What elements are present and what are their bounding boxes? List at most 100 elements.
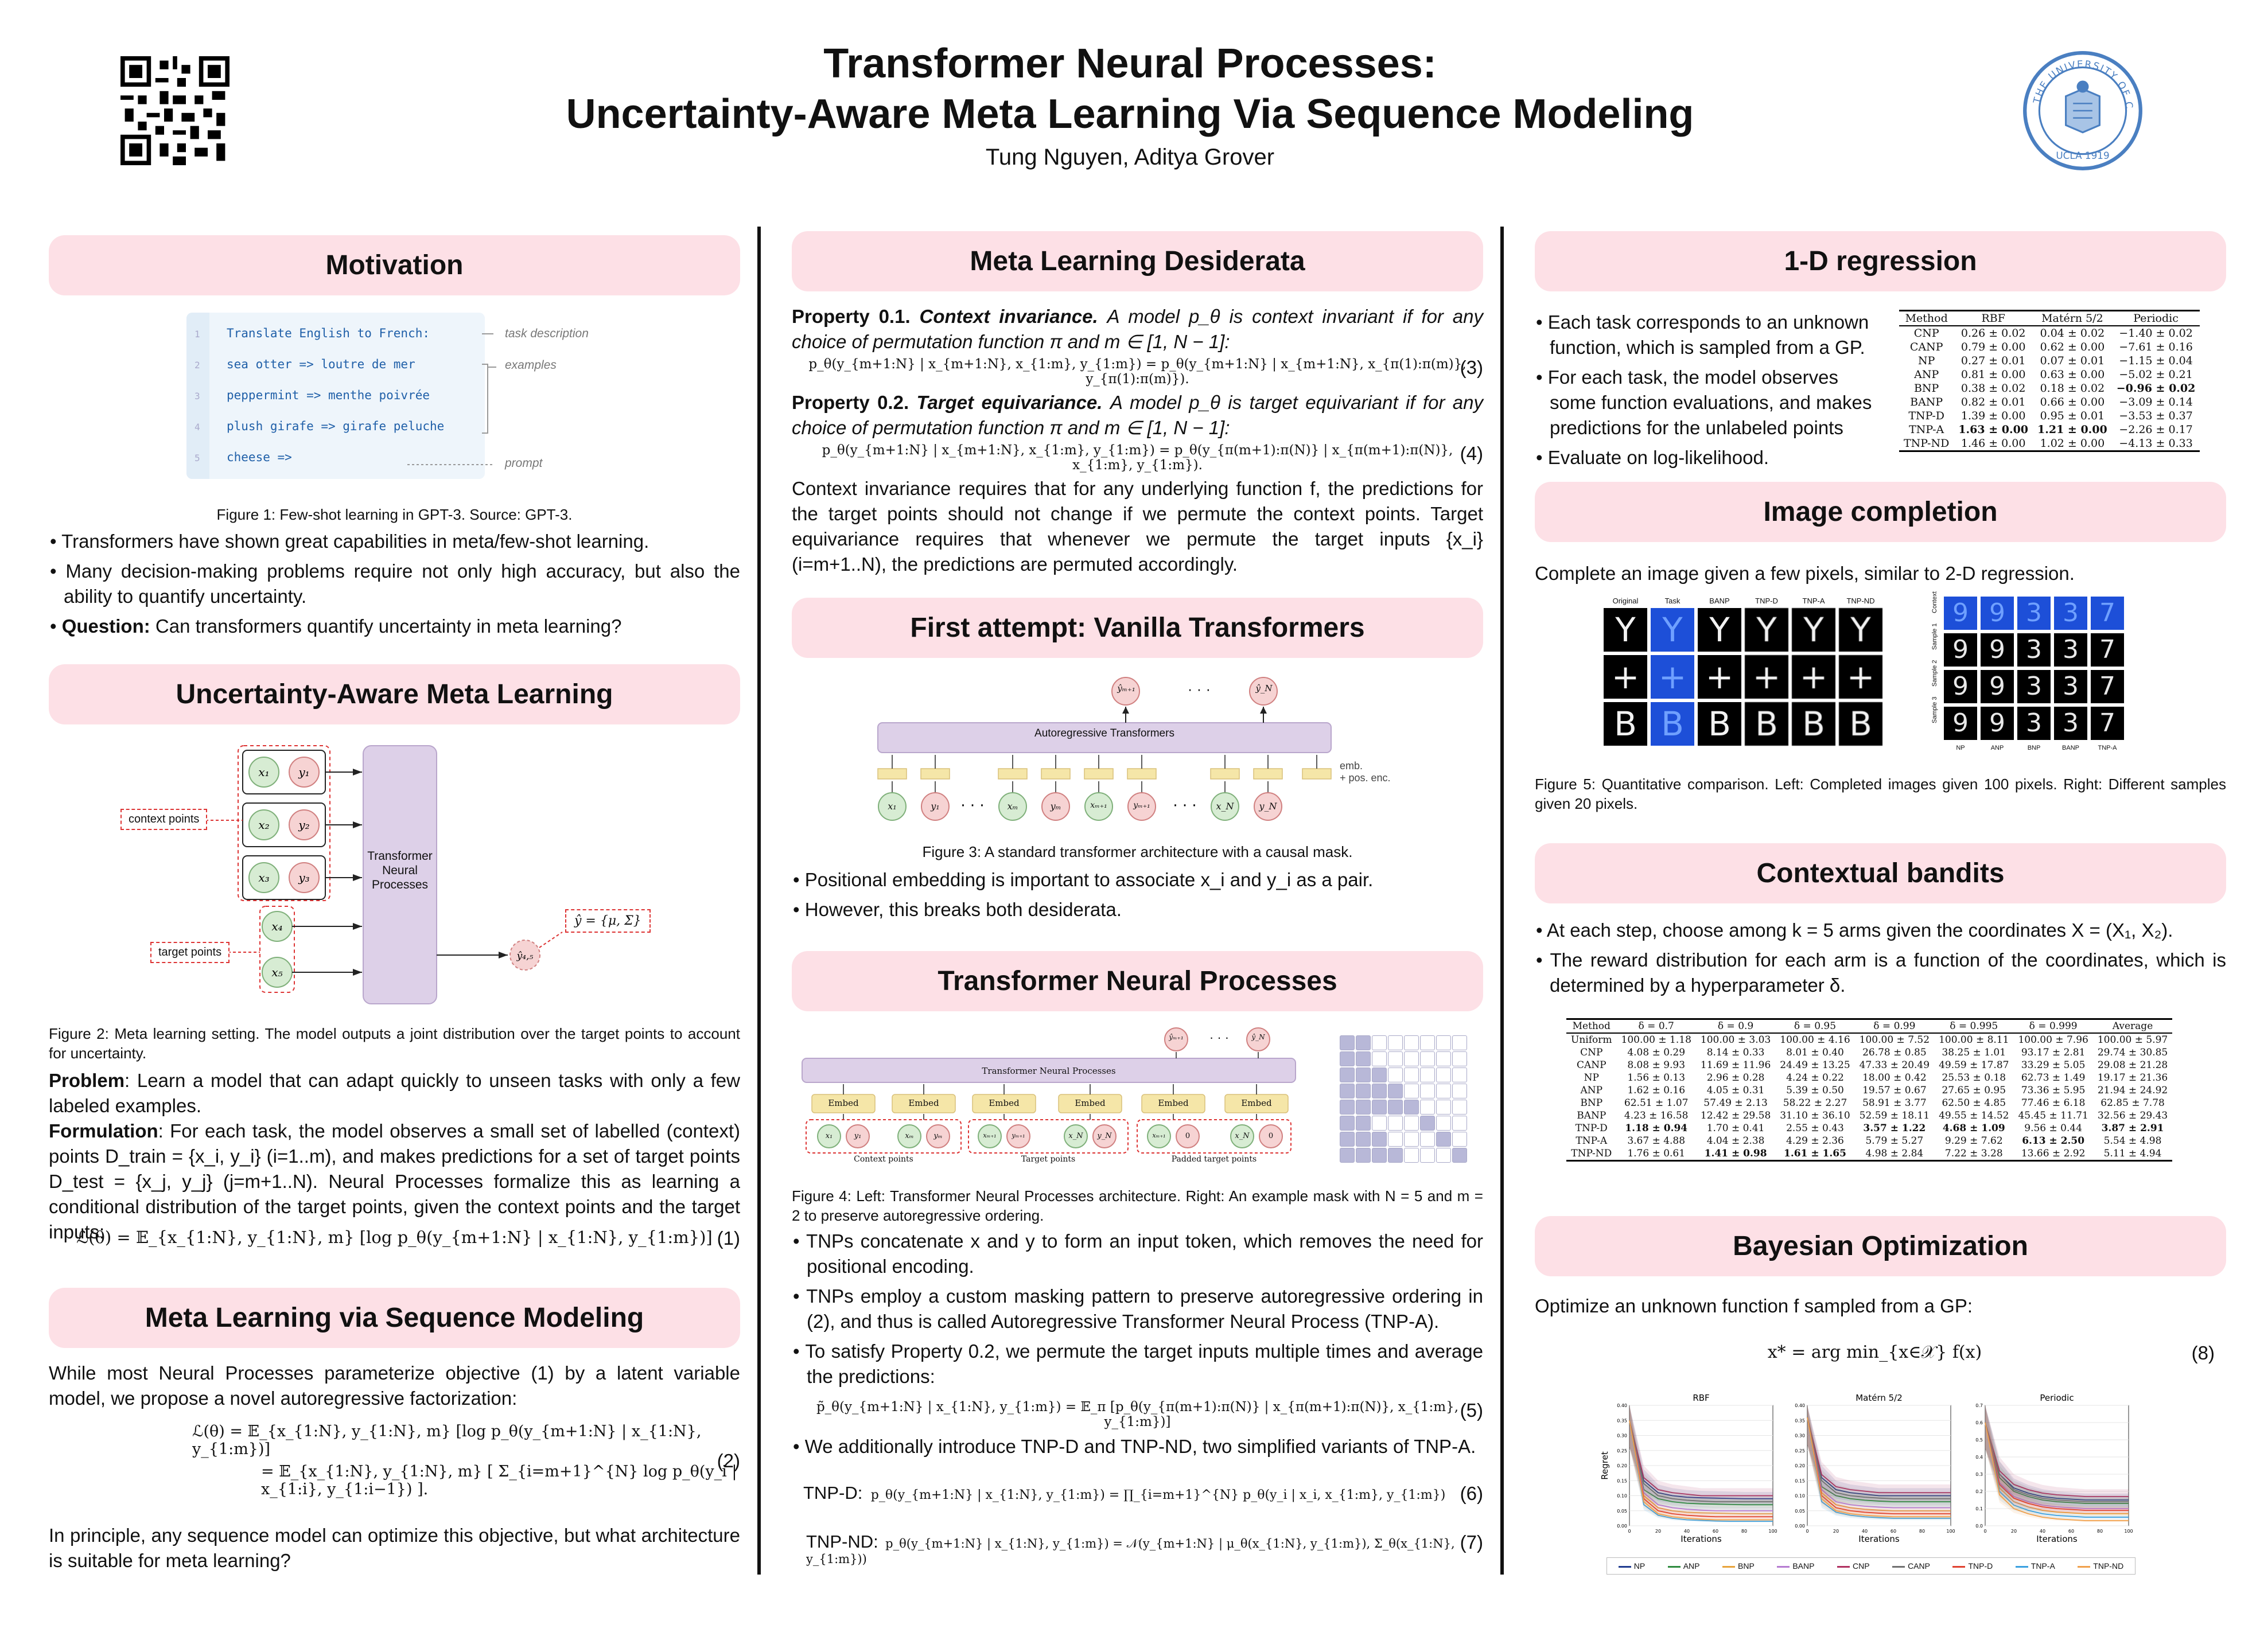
table-cell: 100.00 ± 4.16 xyxy=(1780,1034,1850,1046)
legend-item: TNP-ND xyxy=(2078,1561,2123,1571)
table-cell: 33.29 ± 5.05 xyxy=(2021,1059,2086,1071)
image-cell: 3 xyxy=(2054,707,2087,740)
y-tick-label: 0.30 xyxy=(1795,1433,1805,1439)
table-cell: 4.04 ± 2.38 xyxy=(1706,1135,1765,1147)
series-line-bnp xyxy=(1629,1420,1773,1514)
label-prompt: prompt xyxy=(505,457,543,470)
table-cell: 31.10 ± 36.10 xyxy=(1780,1110,1850,1121)
mask-cell xyxy=(1452,1035,1467,1050)
mask-cell xyxy=(1356,1148,1371,1163)
mask-cell xyxy=(1388,1116,1403,1131)
table-cell: NP xyxy=(1584,1072,1599,1084)
bullet: • The reward distribution for each arm i… xyxy=(1536,949,2226,996)
prompt-brackets xyxy=(407,333,496,465)
image-cell: + xyxy=(1745,655,1788,699)
property-2: Property 0.2. Target equivariance. A mod… xyxy=(792,390,1483,441)
legend-label: ANP xyxy=(1683,1561,1700,1571)
table-cell: 0.82 ± 0.01 xyxy=(1961,396,2026,408)
output-node: ŷ_N xyxy=(1251,1033,1265,1041)
table-cell: 19.17 ± 21.36 xyxy=(2097,1072,2168,1084)
mask-cell xyxy=(1452,1084,1467,1098)
bullet-text: Each task corresponds to an unknown func… xyxy=(1547,311,1869,358)
x-tick-label: 80 xyxy=(1741,1529,1747,1534)
equation-text: x* = arg min_{x∈𝒳} f(x) xyxy=(1767,1342,1982,1362)
table-cell: 0.18 ± 0.02 xyxy=(2040,382,2105,395)
mask-cell xyxy=(1420,1051,1435,1066)
legend-swatch xyxy=(2015,1565,2028,1568)
table-cell: CNP xyxy=(1580,1047,1603,1058)
table-cell: 3.57 ± 1.22 xyxy=(1863,1123,1926,1134)
image-cell: 7 xyxy=(2091,707,2124,740)
embed-label: Embed xyxy=(908,1098,939,1108)
image-cell: B xyxy=(1839,702,1882,746)
x-tick-label: 80 xyxy=(1919,1529,1925,1534)
tnp-node: y_N xyxy=(1097,1132,1112,1140)
table-cell: 12.42 ± 29.58 xyxy=(1700,1110,1771,1121)
table-cell: 8.08 ± 9.93 xyxy=(1627,1059,1686,1071)
table-cell: 21.94 ± 24.92 xyxy=(2097,1085,2168,1096)
series-line-anp xyxy=(1807,1417,1951,1502)
table-header-cell: δ = 0.999 xyxy=(2013,1018,2093,1034)
legend-label: TNP-D xyxy=(1968,1561,1993,1571)
mask-cell xyxy=(1404,1084,1419,1098)
output-node: ŷₘ₊₁ xyxy=(1169,1033,1184,1041)
series-line-cnp xyxy=(1629,1420,1773,1497)
image-cell: Y xyxy=(1651,608,1694,652)
table-cell: 0.62 ± 0.00 xyxy=(2040,341,2105,353)
table-cell: 58.22 ± 2.27 xyxy=(1783,1097,1847,1109)
bullet-text: At each step, choose among k = 5 arms gi… xyxy=(1546,919,2173,941)
x-tick-label: 80 xyxy=(2097,1529,2103,1534)
table-cell: 0.66 ± 0.00 xyxy=(2040,396,2105,408)
table-cell: 1.41 ± 0.98 xyxy=(1695,1147,1776,1162)
table-cell: 24.49 ± 13.25 xyxy=(1780,1059,1850,1071)
property-1: Property 0.1. Context invariance. A mode… xyxy=(792,304,1483,354)
bullet: • Evaluate on log-likelihood. xyxy=(1536,447,1769,468)
table-cell: 0.04 ± 0.02 xyxy=(2040,327,2105,340)
mask-cell xyxy=(1420,1067,1435,1082)
y-tick-label: 0.1 xyxy=(1975,1506,1983,1511)
bullet: • At each step, choose among k = 5 arms … xyxy=(1536,919,2173,941)
series-line-anp xyxy=(1985,1422,2129,1504)
motivation-bullets: • Transformers have shown great capabili… xyxy=(49,529,740,644)
series-line-banp xyxy=(1807,1417,1951,1509)
image-cell: Y xyxy=(1745,608,1788,652)
table-cell: 52.59 ± 18.11 xyxy=(1859,1110,1930,1121)
image-cell: B xyxy=(1651,702,1694,746)
series-line-tnp-a xyxy=(1629,1420,1773,1522)
table-cell: TNP-D xyxy=(1908,410,1945,422)
series-line-cnp xyxy=(1985,1422,2129,1497)
emb-label: emb.+ pos. enc. xyxy=(1340,760,1391,784)
y-tick-label: 0.40 xyxy=(1617,1403,1627,1408)
table-cell: 62.50 ± 4.85 xyxy=(1942,1097,2006,1109)
mask-cell xyxy=(1452,1148,1467,1163)
column-divider-left xyxy=(757,227,761,1575)
tnp-node: xₘ₊₁ xyxy=(983,1132,997,1139)
figure4-caption: Figure 4: Left: Transformer Neural Proce… xyxy=(792,1187,1483,1224)
table-cell: 32.56 ± 29.43 xyxy=(2097,1110,2168,1121)
legend-item: CNP xyxy=(1837,1561,1870,1571)
tnp-node: 0 xyxy=(1268,1132,1274,1140)
x-tick-label: 20 xyxy=(1833,1529,1839,1534)
svg-text:· · ·: · · · xyxy=(960,797,984,815)
table-cell: 4.24 ± 0.22 xyxy=(1786,1072,1844,1084)
table-cell: 62.51 ± 1.07 xyxy=(1624,1097,1689,1109)
x-axis-label: Iterations xyxy=(1681,1534,1722,1544)
legend-item: NP xyxy=(1618,1561,1645,1571)
table-cell: 0.27 ± 0.01 xyxy=(1961,354,2026,367)
y-tick-label: 0.15 xyxy=(1795,1478,1805,1483)
table-cell: 2.55 ± 0.43 xyxy=(1786,1123,1844,1134)
mask-cell xyxy=(1436,1051,1451,1066)
bullet: • Transformers have shown great capabili… xyxy=(50,531,649,552)
image-row-label: Context xyxy=(1931,591,1938,613)
table-cell: 4.05 ± 0.31 xyxy=(1706,1085,1765,1096)
table-cell: 0.79 ± 0.00 xyxy=(1961,341,2026,353)
series-band xyxy=(1629,1405,1773,1503)
series-line-tnp-d xyxy=(1807,1417,1951,1514)
table-cell: 4.29 ± 2.36 xyxy=(1786,1135,1844,1147)
mask-cell xyxy=(1356,1116,1371,1131)
table-cell: 77.46 ± 6.18 xyxy=(2021,1097,2086,1109)
table-cell: 1.18 ± 0.94 xyxy=(1625,1123,1688,1134)
dots: · · · xyxy=(1187,680,1211,698)
